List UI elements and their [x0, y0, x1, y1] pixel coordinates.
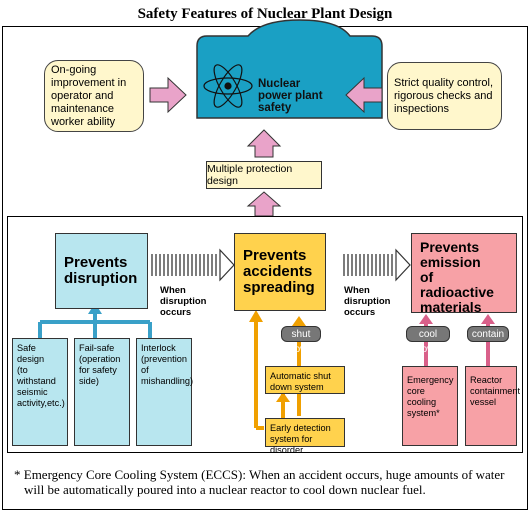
nuclear-safety-label: Nuclear power plant safety [258, 78, 378, 114]
protection-stages-frame [7, 216, 523, 453]
blue-connectors [38, 310, 152, 338]
nuclear-safety-box [196, 19, 383, 119]
right-oval-line: rigorous checks and [394, 89, 493, 102]
arrow-right-to-safety [345, 76, 383, 114]
sub-line: (to withstand [17, 365, 56, 386]
operator-ability-oval: On-going improvement in operator and mai… [44, 60, 144, 132]
left-oval-line: On-going [51, 63, 97, 76]
sub-line: Reactor [470, 375, 503, 385]
sub-line: Emergency [407, 375, 454, 385]
eccs-footnote: * Emergency Core Cooling System (ECCS): … [14, 467, 524, 497]
sub-line: for safety [79, 365, 117, 375]
right-oval-line: Strict quality control, [394, 76, 494, 89]
diagram-title: Safety Features of Nuclear Plant Design [137, 6, 393, 22]
sub-line: Early detection [270, 423, 331, 433]
sub-line: core cooling [407, 386, 437, 407]
orange-arrowhead-mid [276, 392, 290, 402]
center-line-2: power plant [258, 90, 323, 102]
left-oval-line: maintenance [51, 102, 114, 115]
sub-line: Safe design [17, 343, 45, 364]
note-line: disruption [160, 296, 207, 307]
quality-control-oval: Strict quality control, rigorous checks … [387, 62, 502, 130]
hatched-arrow-1 [151, 254, 217, 276]
pink-arrowhead-1 [419, 314, 433, 324]
when-disruption-note-1: When disruption occurs [160, 285, 230, 318]
hatched-arrow-1-head [219, 248, 235, 282]
hatched-arrow-2-head [395, 248, 411, 282]
eccs-box: Emergency core cooling system* [402, 366, 458, 446]
center-line-3: safety [258, 102, 292, 114]
safe-design-box: Safe design (to withstand seismic activi… [12, 338, 68, 446]
prevents-emission-box: Prevents emission of radioactive materia… [411, 233, 517, 315]
right-oval-line: inspections [394, 102, 450, 115]
sub-line: Automatic shut [270, 371, 331, 381]
containment-vessel-box: Reactor containment vessel [465, 366, 521, 446]
sub-line: side) [79, 376, 99, 386]
stage3-line: Prevents [420, 239, 480, 255]
atom-icon [203, 64, 253, 108]
fail-safe-box: Fail-safe (operation for safety side) [74, 338, 130, 446]
sub-line: seismic [17, 387, 48, 397]
arrow-lower-to-mpd [246, 191, 282, 217]
when-disruption-note-2: When disruption occurs [344, 285, 414, 318]
note-line: When [344, 285, 370, 296]
contain-label: contain [467, 326, 509, 342]
automatic-shutdown-box: Automatic shut down system [265, 366, 345, 394]
sub-line: (prevention of [141, 354, 187, 375]
sub-line: system* [407, 408, 440, 418]
prevents-disruption-box: Prevents disruption [55, 233, 148, 309]
center-line-1: Nuclear [258, 78, 301, 90]
interlock-box: Interlock (prevention of mishandling) [136, 338, 194, 446]
shut-down-label: shut down [281, 326, 321, 355]
hatched-arrow-2 [343, 254, 393, 276]
cool-down-label: cool down [406, 326, 450, 355]
sub-line: activity,etc.) [17, 398, 65, 408]
stage1-line: Prevents [64, 254, 128, 271]
note-line: occurs [344, 307, 376, 318]
note-line: occurs [160, 307, 192, 318]
sub-line: containment [470, 386, 521, 396]
note-line: disruption [344, 296, 391, 307]
prevents-spreading-box: Prevents accidents spreading [234, 233, 326, 311]
sub-line: system for disorder [270, 434, 313, 455]
stage2-line: accidents [243, 263, 313, 280]
sub-line: Interlock [141, 343, 176, 353]
pink-arrowhead-2 [481, 314, 495, 324]
stage2-line: spreading [243, 279, 315, 296]
multiple-protection-box: Multiple protection design [206, 161, 322, 189]
left-oval-line: operator and [51, 89, 114, 102]
sub-line: down system [270, 382, 324, 392]
sub-line: vessel [470, 397, 497, 407]
left-oval-line: improvement in [51, 76, 127, 89]
sub-line: mishandling) [141, 376, 194, 386]
stage3-line: of radioactive [420, 269, 494, 300]
stage3-line: emission [420, 254, 481, 270]
note-line: When [160, 285, 186, 296]
sub-line: (operation [79, 354, 121, 364]
stage3-line: materials [420, 299, 482, 315]
stage2-line: Prevents [243, 247, 307, 264]
footnote-line: * Emergency Core Cooling System (ECCS): … [14, 467, 505, 482]
orange-arrowhead-left [249, 310, 263, 322]
arrow-mpd-to-safety [246, 129, 282, 158]
arrow-left-to-safety [149, 76, 187, 114]
orange-arrowhead-up [292, 316, 306, 326]
early-detection-box: Early detection system for disorder [265, 418, 345, 455]
stage1-line: disruption [64, 270, 138, 287]
sub-line: Fail-safe [79, 343, 115, 353]
left-oval-line: worker ability [51, 115, 116, 128]
footnote-line: will be automatically poured into a nucl… [24, 482, 426, 497]
